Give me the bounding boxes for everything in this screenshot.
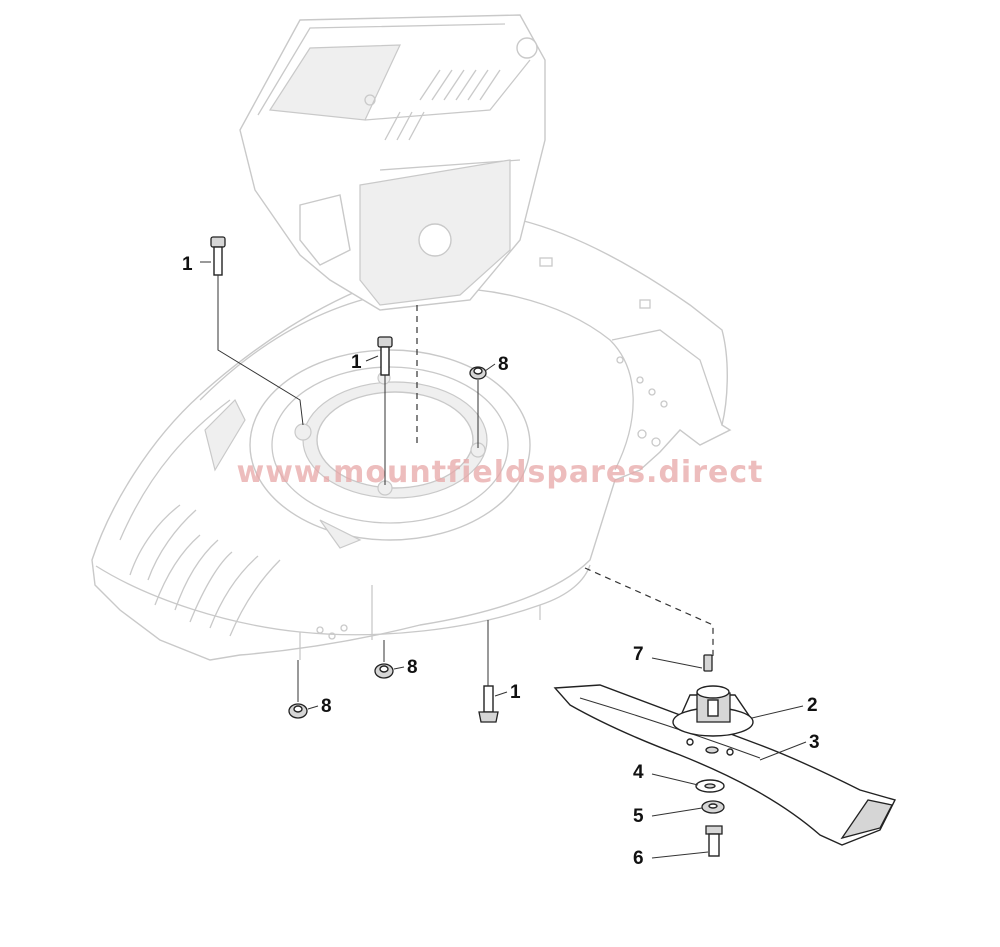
callout-1-mid: 1 bbox=[351, 352, 362, 373]
blade-key bbox=[703, 654, 713, 672]
callout-5: 5 bbox=[633, 806, 644, 827]
engine-bolt-mid bbox=[377, 336, 393, 485]
engine-bolt-bottom bbox=[478, 620, 499, 723]
engine bbox=[239, 14, 546, 311]
callout-3: 3 bbox=[809, 732, 820, 753]
blade-washer bbox=[695, 779, 725, 793]
callout-8-right: 8 bbox=[498, 354, 509, 375]
callout-6: 6 bbox=[633, 848, 644, 869]
callout-1-top: 1 bbox=[182, 254, 193, 275]
callout-2: 2 bbox=[807, 695, 818, 716]
nut-left bbox=[288, 660, 308, 719]
watermark-text: www.mountfieldspares.direct bbox=[237, 455, 764, 490]
callout-7: 7 bbox=[633, 644, 644, 665]
blade-bolt bbox=[705, 825, 723, 857]
mower-deck bbox=[91, 219, 732, 661]
callout-4: 4 bbox=[633, 762, 644, 783]
spring-washer bbox=[701, 800, 725, 814]
callout-8-left: 8 bbox=[321, 696, 332, 717]
callout-leaders bbox=[200, 261, 807, 859]
blade-alignment-line bbox=[584, 567, 714, 660]
blade-adaptor bbox=[672, 685, 754, 737]
engine-bolt-top bbox=[210, 236, 304, 426]
nut-center bbox=[374, 640, 394, 679]
nut-right bbox=[469, 366, 487, 448]
callout-8-center: 8 bbox=[407, 657, 418, 678]
callout-1-bottom: 1 bbox=[510, 682, 521, 703]
